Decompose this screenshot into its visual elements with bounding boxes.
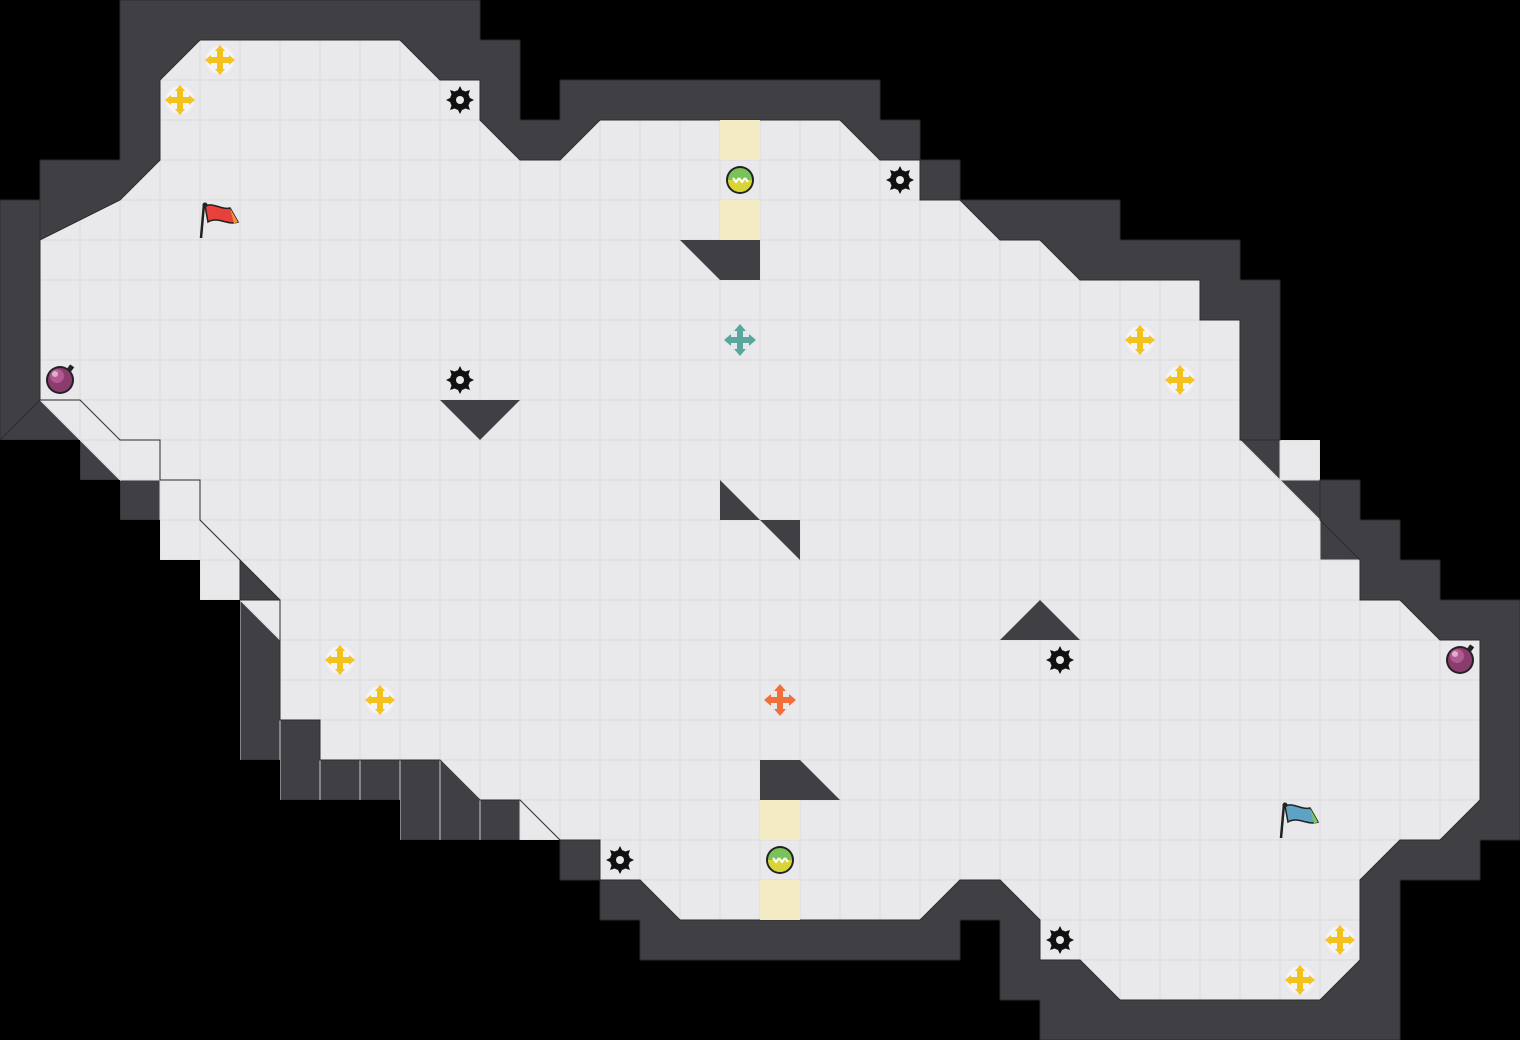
red-flag-icon bbox=[199, 202, 240, 239]
speed-boost-icon bbox=[765, 845, 795, 875]
wall-block bbox=[919, 159, 961, 201]
speed-boost-icon bbox=[725, 165, 755, 195]
spike-mine-icon bbox=[886, 166, 914, 194]
spike-mine-icon bbox=[1046, 926, 1074, 954]
speed-pads bbox=[720, 120, 800, 920]
spike-mine-icon bbox=[1046, 646, 1074, 674]
spike-mine-icon bbox=[446, 366, 474, 394]
wall-block bbox=[559, 839, 601, 881]
spike-mine-icon bbox=[446, 86, 474, 114]
wedges bbox=[440, 240, 1080, 800]
blue-flag-icon bbox=[1279, 802, 1320, 839]
spike-mine-icon bbox=[606, 846, 634, 874]
